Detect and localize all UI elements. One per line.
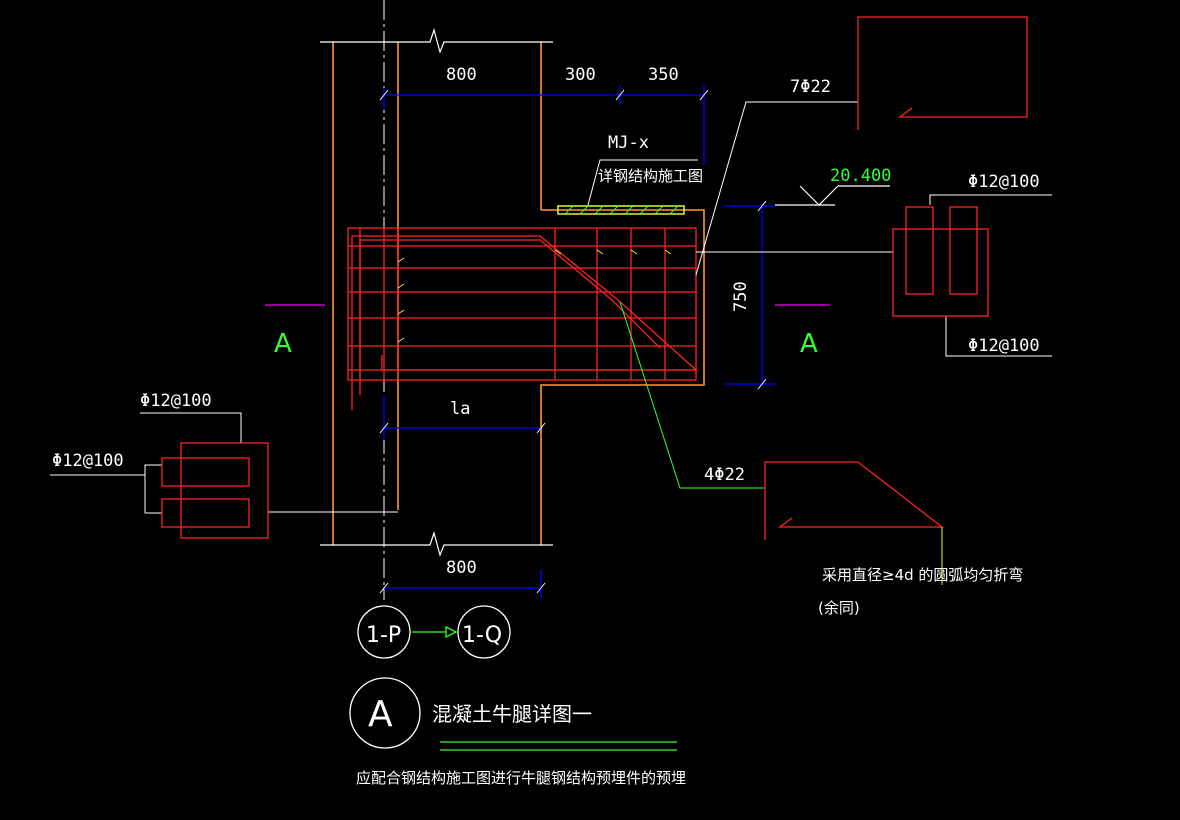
label-elevation: 20.400 — [830, 166, 891, 186]
dim-top-seg2: 350 — [648, 65, 679, 85]
label-embed-note: 详钢结构施工图 — [598, 167, 703, 185]
axis-to: 1-Q — [462, 623, 502, 648]
title-note: 应配合钢结构施工图进行牛腿钢结构预埋件的预埋 — [356, 769, 686, 787]
dim-top-total: 800 — [446, 65, 477, 85]
section-mark-left: A — [274, 329, 292, 359]
leader-lines — [50, 101, 1052, 514]
stirrup-section-right — [892, 206, 989, 317]
corbel-rebar — [347, 227, 698, 410]
label-stirrup-left-top: Φ12@100 — [140, 391, 212, 411]
dim-top-seg1: 300 — [565, 65, 596, 85]
break-line-icon — [320, 27, 553, 557]
axis-bubbles — [357, 605, 511, 659]
bent-bar-shape — [764, 461, 944, 540]
dim-anchorage: la — [450, 399, 470, 419]
title-text: 混凝土牛腿详图一 — [432, 702, 592, 726]
elevation-triangle-icon — [775, 185, 890, 206]
label-stirrup-right-bottom: Φ12@100 — [968, 336, 1040, 356]
label-embed-plate: MJ-x — [608, 133, 649, 153]
dimension-lines — [383, 85, 775, 598]
axis-from: 1-P — [366, 623, 401, 648]
dim-height: 750 — [731, 281, 751, 312]
main-bar-shape — [857, 16, 1028, 130]
dim-bottom: 800 — [446, 558, 477, 578]
concrete-outline — [332, 42, 705, 545]
axis-arrow-icon — [412, 625, 458, 639]
label-stirrup-right-top: Φ12@100 — [968, 172, 1040, 192]
label-main-bar: 7Φ22 — [790, 77, 831, 97]
rebar-ticks — [397, 249, 672, 343]
label-stirrup-left-mid: Φ12@100 — [52, 451, 124, 471]
label-bent-bar: 4Φ22 — [704, 465, 745, 485]
stirrup-section-left — [161, 442, 269, 539]
label-bend-note2: (余同) — [818, 599, 860, 617]
embed-plate — [557, 205, 685, 215]
section-mark-right: A — [800, 329, 818, 359]
label-bend-note: 采用直径≥4d 的圆弧均匀折弯 — [822, 566, 1023, 584]
title-block: A 混凝土牛腿详图一 应配合钢结构施工图进行牛腿钢结构预埋件的预埋 — [349, 677, 686, 787]
bent-bar-leader — [619, 301, 765, 489]
title-symbol: A — [368, 694, 393, 735]
